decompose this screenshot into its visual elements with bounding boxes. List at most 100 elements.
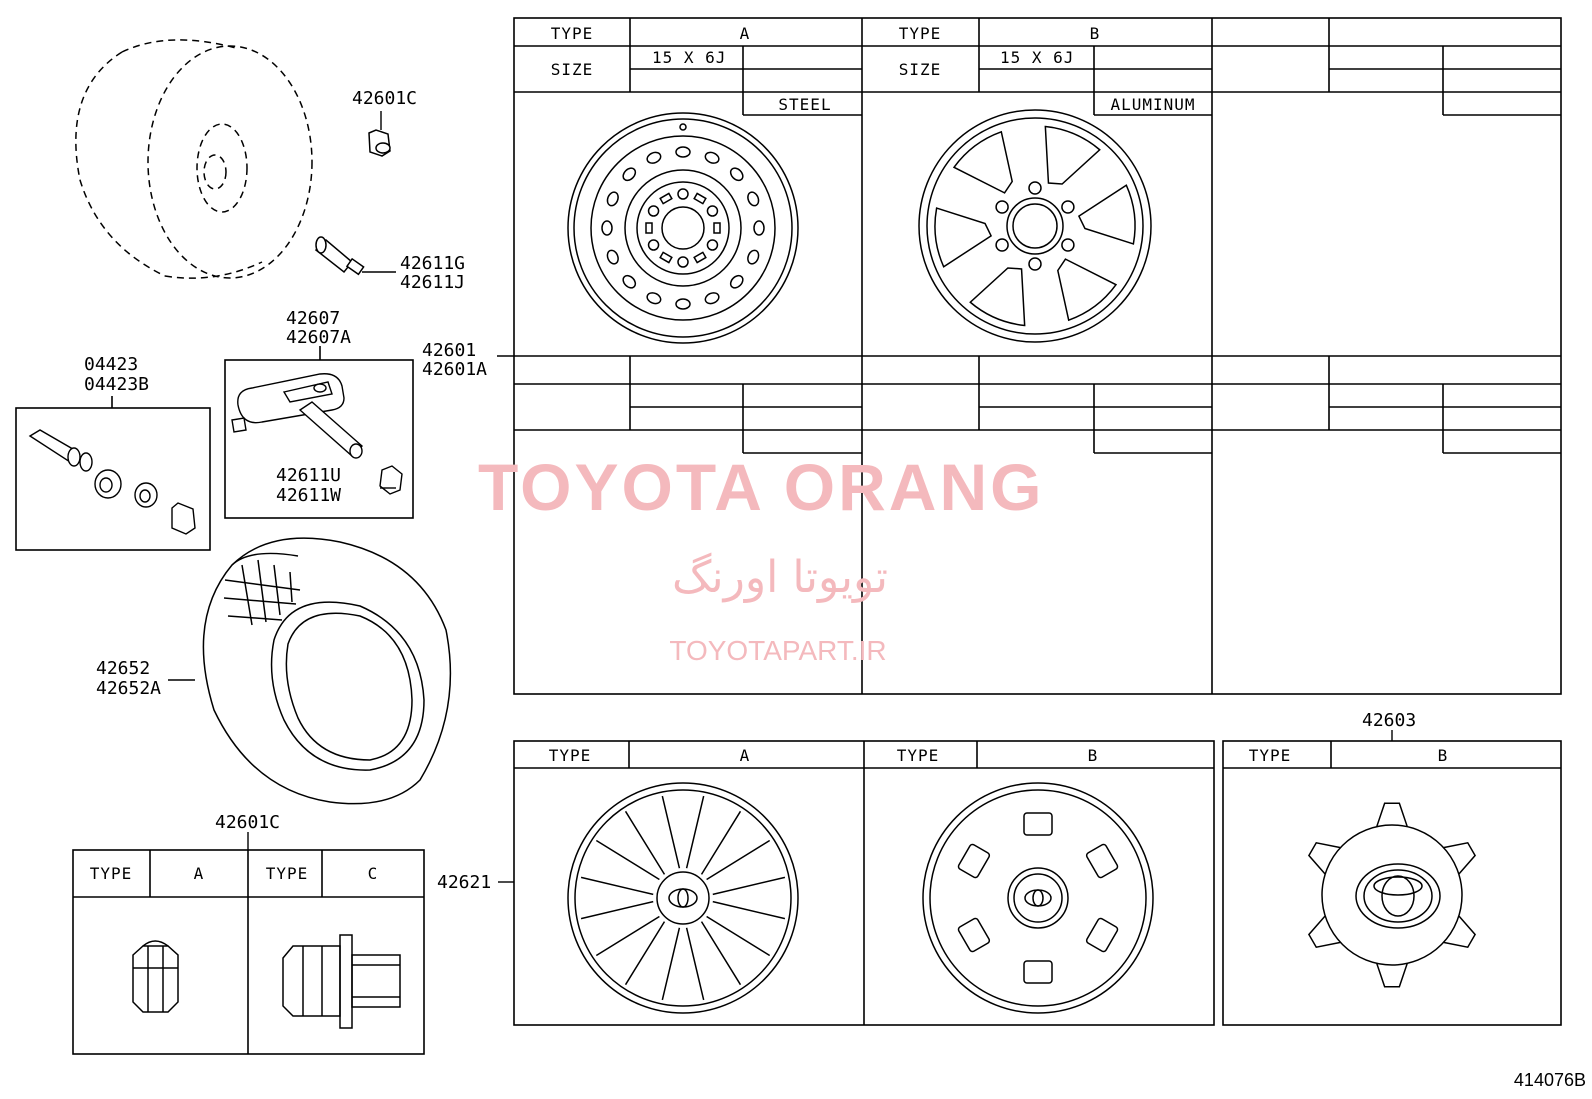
callout-04423: 04423	[84, 354, 138, 375]
wheel-cap-b-drawing	[922, 782, 1154, 1014]
vent-hole	[646, 151, 662, 164]
callout-42607a: 42607A	[286, 327, 351, 348]
spoke-window	[969, 267, 1026, 327]
watermark-site: TOYOTAPART.IR	[669, 635, 886, 666]
valve-kit-drawing	[28, 429, 196, 535]
callout-42621: 42621	[437, 872, 491, 893]
hub-slot	[659, 192, 673, 205]
cap-tab	[1307, 915, 1341, 949]
cap-tab	[1443, 841, 1477, 875]
wheel-material-a: STEEL	[778, 95, 831, 114]
vent-hole	[729, 274, 744, 289]
cap-type-c: B	[1438, 746, 1449, 765]
nut-c-drawing	[282, 934, 401, 1029]
vent-hole	[606, 191, 619, 207]
wheel-cap-a-drawing	[567, 782, 799, 1014]
hub-slot	[693, 192, 707, 205]
callout-42652: 42652	[96, 658, 150, 679]
callout-42601a: 42601A	[422, 359, 487, 380]
callout-04423b: 04423B	[84, 374, 149, 395]
callout-42607: 42607	[286, 308, 340, 329]
lug-hole	[706, 205, 719, 217]
cap-vent	[957, 843, 991, 879]
spoke-window	[1044, 125, 1101, 185]
nut-type-a: A	[194, 864, 205, 883]
hub-slot	[659, 251, 673, 264]
cap-vent	[1023, 812, 1053, 836]
lug-hole	[677, 256, 689, 268]
nut-type-label-c: TYPE	[266, 864, 309, 883]
tpms-sensor-drawing	[231, 373, 364, 459]
leader-lines	[168, 111, 1393, 883]
watermark-persian: تویوتا اورنگ	[672, 552, 888, 603]
cap-spoke	[595, 810, 666, 881]
vent-hole	[747, 191, 760, 207]
lug-hole	[1028, 257, 1042, 271]
cap-type-label-b: TYPE	[897, 746, 940, 765]
wheel-table	[513, 17, 1562, 695]
wheel-size-a: 15 X 6J	[652, 48, 726, 67]
vent-hole	[606, 249, 619, 265]
cap-spoke	[700, 810, 771, 881]
cap-tab	[1376, 802, 1408, 827]
vent-hole	[675, 298, 691, 310]
steel-wheel-drawing	[567, 112, 799, 344]
vent-hole	[747, 249, 760, 265]
vent-hole	[753, 220, 765, 236]
cap-spoke	[661, 927, 705, 1001]
cap-vent	[1085, 843, 1119, 879]
vent-hole	[601, 220, 613, 236]
hub-slot	[693, 251, 707, 264]
callout-42603: 42603	[1362, 710, 1416, 731]
cap-tab	[1443, 915, 1477, 949]
wheel-type-a: A	[740, 24, 751, 43]
hub-slot	[645, 222, 653, 234]
wheel-type-label-a: TYPE	[551, 24, 594, 43]
wheel-size-b: 15 X 6J	[1000, 48, 1074, 67]
wheel-size-label-a: SIZE	[551, 60, 594, 79]
callout-42601c-bottom: 42601C	[215, 812, 280, 833]
vent-hole	[704, 151, 720, 164]
callout-42652a: 42652A	[96, 678, 161, 699]
lug-hole	[995, 200, 1009, 214]
spoke-window	[1077, 184, 1136, 245]
watermark-title: TOYOTA ORANG	[478, 450, 1044, 524]
callout-42601: 42601	[422, 340, 476, 361]
aluminum-wheel-drawing	[918, 109, 1152, 343]
cap-vent	[957, 917, 991, 953]
cap-spoke	[595, 915, 666, 986]
wheel-type-b: B	[1090, 24, 1101, 43]
tpms-box	[224, 346, 414, 519]
cap-type-label-c: TYPE	[1249, 746, 1292, 765]
spoke-window	[934, 207, 993, 268]
center-cap-drawing	[1307, 802, 1477, 988]
callout-42611j: 42611J	[400, 272, 465, 293]
lug-hole	[995, 238, 1009, 252]
vent-hole	[622, 167, 637, 182]
spoke-window	[952, 130, 1014, 194]
vent-hole	[646, 292, 662, 305]
callout-42611g: 42611G	[400, 253, 465, 274]
cap-spoke	[700, 915, 771, 986]
lug-hole	[1061, 238, 1075, 252]
valve-stem-drawing	[314, 236, 365, 276]
cap-tab	[1307, 841, 1341, 875]
wheel-material-b: ALUMINUM	[1110, 95, 1195, 114]
tire-drawing	[202, 537, 452, 805]
cap-type-label-a: TYPE	[549, 746, 592, 765]
callout-42611w: 42611W	[276, 485, 341, 506]
hub-slot	[713, 222, 721, 234]
cap-spoke	[580, 876, 654, 920]
vent-hole	[729, 167, 744, 182]
cap-type-a: A	[740, 746, 751, 765]
valve-kit-box	[15, 396, 211, 551]
vent-hole	[675, 146, 691, 158]
lug-hole	[1061, 200, 1075, 214]
vent-hole	[704, 292, 720, 305]
cap-vent	[1085, 917, 1119, 953]
spoke-window	[1056, 258, 1118, 322]
lug-hole	[647, 239, 660, 251]
vent-hole	[622, 274, 637, 289]
lug-hole	[677, 188, 689, 200]
